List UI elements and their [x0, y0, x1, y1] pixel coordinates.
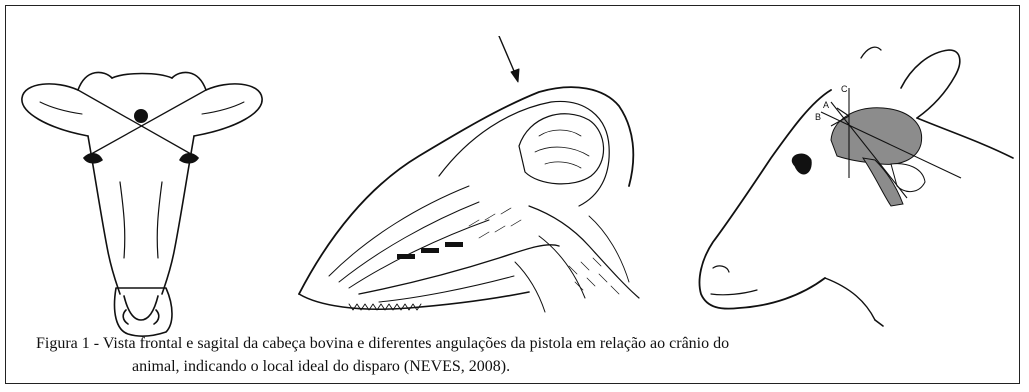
figure-frame: C A B Figura 1 - Vista frontal e sagital… [5, 5, 1020, 384]
ideal-shot-point-marker [134, 109, 148, 123]
angle-label-a: A [823, 100, 829, 110]
sagittal-section-illustration [289, 36, 664, 326]
caption-line-2: animal, indicando o local ideal do dispa… [36, 355, 1026, 378]
lateral-view-angles-illustration: C A B [661, 28, 1026, 346]
figure-caption: Figura 1 - Vista frontal e sagital da ca… [36, 332, 1026, 378]
angle-label-c: C [841, 84, 848, 94]
cow-frontal-view-illustration [16, 62, 266, 338]
caption-line-1: Figura 1 - Vista frontal e sagital da ca… [36, 335, 729, 352]
angle-label-b: B [815, 112, 821, 122]
